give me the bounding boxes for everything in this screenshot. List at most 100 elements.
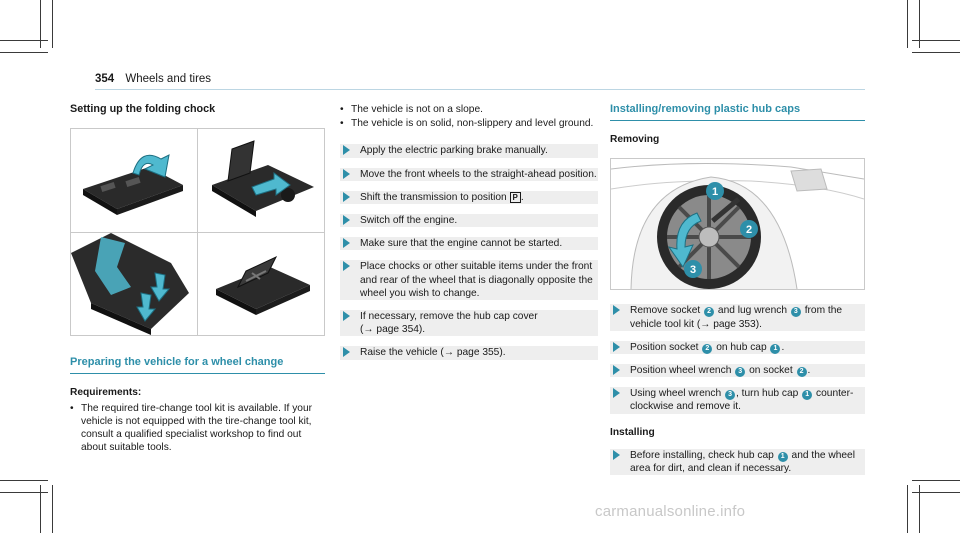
step-arrow-icon [343, 238, 350, 249]
step-arrow-icon [343, 311, 350, 322]
callout-3: 3 [725, 390, 736, 401]
step-text: and lug wrench [717, 305, 788, 317]
chapter-title: Wheels and tires [125, 73, 212, 85]
column-left: Setting up the folding chock [70, 103, 326, 455]
step-text: Apply the electric parking brake manuall… [360, 145, 548, 157]
chock-step-3-image [71, 233, 197, 336]
page-reference-link[interactable]: → page 355). [443, 347, 506, 359]
step-text: Using wheel wrench [630, 388, 722, 400]
crop-mark [0, 52, 48, 53]
crop-mark [919, 0, 920, 48]
watermark: carmanualsonline.info [595, 503, 746, 520]
step-text: Switch off the engine. [360, 215, 458, 227]
callout-3: 3 [735, 367, 746, 378]
instruction-step: Position socket 2 on hub cap 1. [610, 340, 865, 355]
header-rule [95, 89, 865, 90]
callout-1: 1 [712, 186, 718, 198]
instruction-step: Place chocks or other suitable items und… [340, 260, 598, 301]
callout-2: 2 [704, 307, 715, 318]
crop-mark [52, 485, 53, 533]
section-title-preparing-vehicle: Preparing the vehicle for a wheel change [70, 356, 325, 375]
crop-mark [907, 0, 908, 48]
step-text: . [781, 341, 785, 353]
requirement-item: The vehicle is on solid, non-slippery an… [340, 117, 598, 130]
step-text: and the wheel area for dirt, and clean i… [630, 449, 855, 475]
step-text: on hub cap [716, 341, 767, 353]
crop-mark [912, 40, 960, 41]
page-header: 354 Wheels and tires [95, 73, 211, 85]
instruction-step: Raise the vehicle (→ page 355). [340, 346, 598, 360]
callout-1: 1 [777, 451, 788, 462]
step-text: If necessary, remove the hub cap cover [360, 311, 538, 323]
callout-2: 2 [702, 343, 713, 354]
folding-chock-illustration [70, 128, 325, 337]
callout-3: 3 [690, 264, 696, 276]
step-text: Move the front wheels to the straight-ah… [360, 168, 597, 180]
step-arrow-icon [343, 215, 350, 226]
crop-mark [912, 480, 960, 481]
step-text: Remove socket [630, 305, 701, 317]
chock-step-1-image [71, 129, 197, 232]
crop-mark [919, 485, 920, 533]
step-text: counter-clockwise and remove it. [630, 388, 854, 413]
crop-mark [52, 0, 53, 48]
callout-2: 2 [746, 224, 752, 236]
step-arrow-icon [343, 145, 350, 156]
step-text: on socket [749, 365, 793, 377]
instruction-step: Apply the electric parking brake manuall… [340, 144, 598, 158]
step-arrow-icon [613, 305, 620, 316]
crop-mark [912, 492, 960, 493]
column-middle: The vehicle is not on a slope. The vehic… [340, 103, 598, 360]
instruction-step: Switch off the engine. [340, 214, 598, 228]
instruction-step: Shift the transmission to position P. [340, 190, 598, 205]
hub-cap-illustration: 1 2 3 [610, 158, 865, 291]
park-position-symbol: P [509, 191, 521, 203]
instruction-step: Position wheel wrench 3 on socket 2. [610, 364, 865, 378]
step-text: Position wheel wrench [630, 365, 732, 377]
instruction-step: Remove socket 2 and lug wrench 3 from th… [610, 304, 865, 331]
requirement-item: The vehicle is not on a slope. [340, 103, 598, 116]
chock-step-2-image [198, 129, 324, 232]
step-text: Place chocks or other suitable items und… [360, 261, 593, 299]
crop-mark [912, 52, 960, 53]
callout-1: 1 [802, 390, 813, 401]
figure-divider [71, 232, 324, 234]
step-arrow-icon [613, 365, 620, 376]
instruction-step: If necessary, remove the hub cap cover (… [340, 310, 598, 337]
crop-mark [0, 492, 48, 493]
step-text: Raise the vehicle ( [360, 347, 444, 359]
chock-step-4-image [198, 233, 324, 336]
step-text: Shift the transmission to position [360, 191, 507, 203]
section-title-folding-chock: Setting up the folding chock [70, 103, 216, 115]
callout-2: 2 [796, 367, 807, 378]
crop-mark [0, 40, 48, 41]
step-arrow-icon [343, 261, 350, 272]
instruction-step: Move the front wheels to the straight-ah… [340, 167, 598, 181]
instruction-step: Make sure that the engine cannot be star… [340, 237, 598, 251]
instruction-step: Using wheel wrench 3, turn hub cap 1 cou… [610, 387, 865, 414]
step-arrow-icon [613, 388, 620, 399]
section-title-hub-caps: Installing/removing plastic hub caps [610, 103, 865, 122]
page-reference-link[interactable]: (→ page 354). [360, 324, 426, 336]
crop-mark [0, 480, 48, 481]
step-text: Make sure that the engine cannot be star… [360, 238, 563, 250]
step-text: Before installing, check hub cap [630, 449, 774, 461]
callout-3: 3 [790, 307, 801, 318]
step-text: , turn hub cap [736, 388, 799, 400]
step-arrow-icon [343, 168, 350, 179]
step-text: from the vehicle tool kit (→ page 353). [630, 305, 843, 330]
page-number: 354 [95, 73, 115, 85]
instruction-step: Before installing, check hub cap 1 and t… [610, 448, 865, 476]
step-arrow-icon [343, 191, 350, 202]
callout-1: 1 [770, 343, 781, 354]
step-arrow-icon [613, 341, 620, 352]
removing-label: Removing [610, 134, 660, 146]
crop-mark [40, 0, 41, 48]
requirements-label: Requirements: [70, 387, 142, 399]
step-arrow-icon [613, 449, 620, 460]
crop-mark [907, 485, 908, 533]
step-arrow-icon [343, 347, 350, 358]
crop-mark [40, 485, 41, 533]
step-text: . [807, 365, 811, 377]
requirement-item: The required tire-change tool kit is ava… [70, 402, 326, 455]
